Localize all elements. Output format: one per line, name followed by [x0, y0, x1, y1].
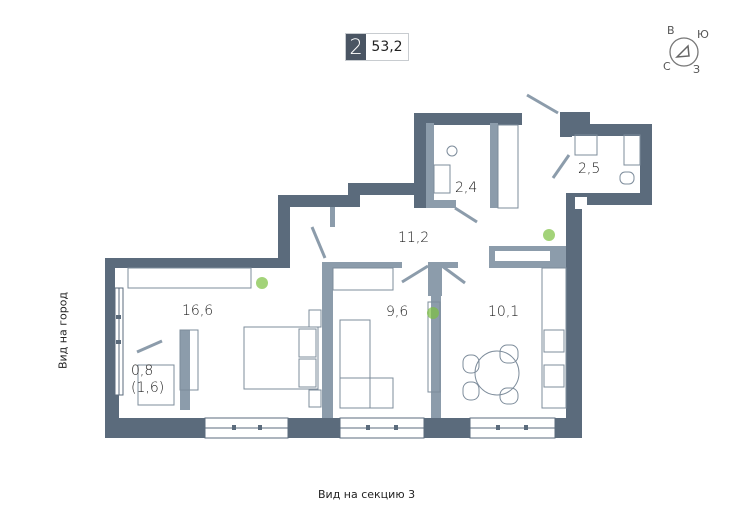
exterior-walls — [105, 112, 652, 438]
plant-icon — [256, 277, 268, 289]
total-area: 53,2 — [371, 39, 403, 55]
view-label-left: Вид на город — [56, 291, 70, 370]
windows — [114, 287, 556, 439]
room-label-room-2: 9,6 — [386, 304, 408, 320]
room-label-hall: 11,2 — [398, 230, 429, 246]
compass-south: Ю — [697, 28, 709, 41]
compass-north: С — [663, 60, 671, 73]
room-label-bathroom-2: 2,5 — [578, 161, 600, 177]
plant-icon — [427, 307, 439, 319]
compass-west: З — [693, 63, 701, 76]
furniture — [127, 124, 641, 409]
room-label-kitchen: 10,1 — [488, 304, 519, 320]
interior-walls — [180, 123, 566, 418]
plants — [256, 229, 555, 319]
apartment-badge: 2 53,2 — [345, 33, 409, 61]
compass-icon — [669, 37, 699, 67]
room-label-bathroom-1: 2,4 — [455, 180, 477, 196]
doors — [136, 93, 571, 354]
view-label-bottom: Вид на секцию 3 — [318, 488, 416, 501]
room-label-balcony: 0,8 — [131, 363, 153, 379]
compass: В Ю С З — [655, 22, 715, 76]
compass-east: В — [667, 24, 675, 37]
rooms-count: 2 — [346, 34, 366, 60]
room-label-bedroom: 16,6 — [182, 303, 213, 319]
plant-icon — [543, 229, 555, 241]
room-label-balcony-alt: (1,6) — [131, 380, 164, 396]
